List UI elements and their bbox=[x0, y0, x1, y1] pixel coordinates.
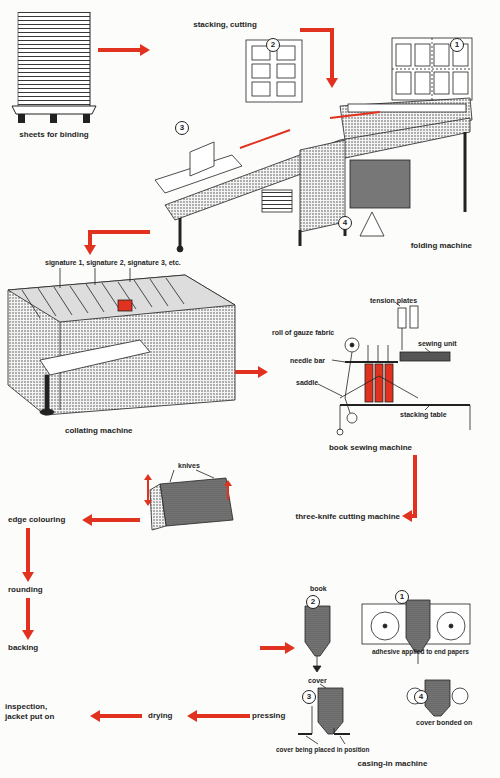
callout-number: 1 bbox=[450, 38, 464, 52]
arrow-head bbox=[187, 710, 197, 722]
collating-machine-drawing bbox=[8, 268, 235, 415]
flow-arrow bbox=[90, 710, 142, 722]
step-label: rounding bbox=[8, 585, 43, 595]
callout-number: 3 bbox=[175, 121, 189, 135]
flow-arrow bbox=[98, 44, 150, 56]
process-step: casing-in machine bbox=[295, 575, 490, 773]
arrow-head bbox=[258, 366, 268, 378]
flow-arrow bbox=[260, 642, 295, 654]
callout-number: 4 bbox=[338, 216, 352, 230]
arrow-head bbox=[22, 572, 34, 582]
arrow-line bbox=[300, 30, 332, 78]
part-label: tension plates bbox=[370, 296, 417, 305]
process-step: rounding bbox=[8, 582, 68, 598]
arrow-head bbox=[22, 630, 34, 640]
step-label: inspection, jacket put on bbox=[5, 702, 67, 722]
callout-number: 2 bbox=[266, 38, 280, 52]
step-label: pressing bbox=[252, 711, 285, 721]
flow-arrow bbox=[235, 366, 268, 378]
process-step: drying bbox=[142, 708, 187, 724]
process-step: folding machine bbox=[150, 88, 480, 253]
step-label: casing-in machine bbox=[295, 759, 490, 769]
step-label: drying bbox=[148, 711, 172, 721]
arrow-head bbox=[402, 510, 412, 522]
step-label: folding machine bbox=[411, 241, 472, 251]
flow-arrow bbox=[82, 514, 140, 526]
step-label: book sewing machine bbox=[268, 443, 473, 453]
part-label: roll of gauze fabric bbox=[272, 328, 334, 337]
arrow-head bbox=[90, 710, 100, 722]
step-label: collating machine bbox=[65, 426, 133, 436]
process-step: inspection, jacket put on bbox=[5, 702, 90, 730]
arrow-head bbox=[140, 44, 150, 56]
flow-arrow bbox=[22, 528, 34, 582]
arrow-line bbox=[90, 232, 150, 245]
sheet-stack bbox=[12, 12, 96, 123]
process-step: collating machine bbox=[5, 255, 235, 438]
arrow-line bbox=[235, 370, 258, 374]
part-label: stacking table bbox=[400, 410, 447, 419]
process-step: pressing bbox=[250, 708, 295, 724]
sewing-machine-drawing bbox=[318, 302, 470, 435]
flow-arrow bbox=[84, 232, 150, 255]
process-step: book sewing machine bbox=[268, 295, 473, 455]
part-label: signature 1, signature 2, signature 3, e… bbox=[45, 258, 181, 267]
process-step: edge colouring bbox=[8, 512, 82, 528]
part-label: adhesive applied to end papers bbox=[372, 647, 469, 656]
part-label: needle bar bbox=[290, 356, 325, 365]
part-label: book bbox=[310, 584, 327, 593]
process-step: sheets for binding bbox=[10, 8, 98, 140]
step-label: sheets for binding bbox=[10, 130, 98, 140]
part-label: cover bonded on bbox=[416, 718, 472, 727]
part-label: sewing unit bbox=[418, 339, 457, 348]
part-label: knives bbox=[178, 461, 200, 470]
arrow-line bbox=[26, 598, 30, 630]
arrow-line bbox=[98, 48, 140, 52]
arrow-head bbox=[285, 642, 295, 654]
part-label: cover bbox=[308, 676, 327, 685]
arrow-line bbox=[100, 714, 142, 718]
step-label: three-knife cutting machine bbox=[296, 512, 400, 522]
arrow-line bbox=[412, 455, 415, 516]
callout-number: 1 bbox=[395, 590, 409, 604]
part-label: saddle bbox=[296, 378, 318, 387]
flow-arrow bbox=[300, 30, 338, 88]
step-label: edge colouring bbox=[8, 515, 65, 525]
callout-number: 4 bbox=[414, 690, 428, 704]
callout-number: 3 bbox=[302, 690, 316, 704]
arrow-head bbox=[82, 514, 92, 526]
step-label: stacking, cutting bbox=[150, 20, 300, 30]
arrow-line bbox=[26, 528, 30, 572]
knife-block-drawing bbox=[144, 470, 233, 530]
arrow-head bbox=[84, 245, 96, 255]
step-label: backing bbox=[8, 643, 38, 653]
arrow-line bbox=[197, 714, 250, 718]
arrow-head bbox=[326, 78, 338, 88]
callout-number: 2 bbox=[306, 595, 320, 609]
arrow-line bbox=[260, 646, 285, 650]
part-label: cover being placed in position bbox=[276, 745, 370, 754]
flow-arrow bbox=[402, 455, 415, 522]
folding-machine-drawing bbox=[155, 38, 472, 252]
process-step: backing bbox=[8, 640, 260, 656]
flow-arrow bbox=[187, 710, 250, 722]
flow-arrow bbox=[22, 598, 34, 640]
process-step: three-knife cutting machine bbox=[140, 470, 402, 532]
arrow-line bbox=[92, 518, 140, 522]
